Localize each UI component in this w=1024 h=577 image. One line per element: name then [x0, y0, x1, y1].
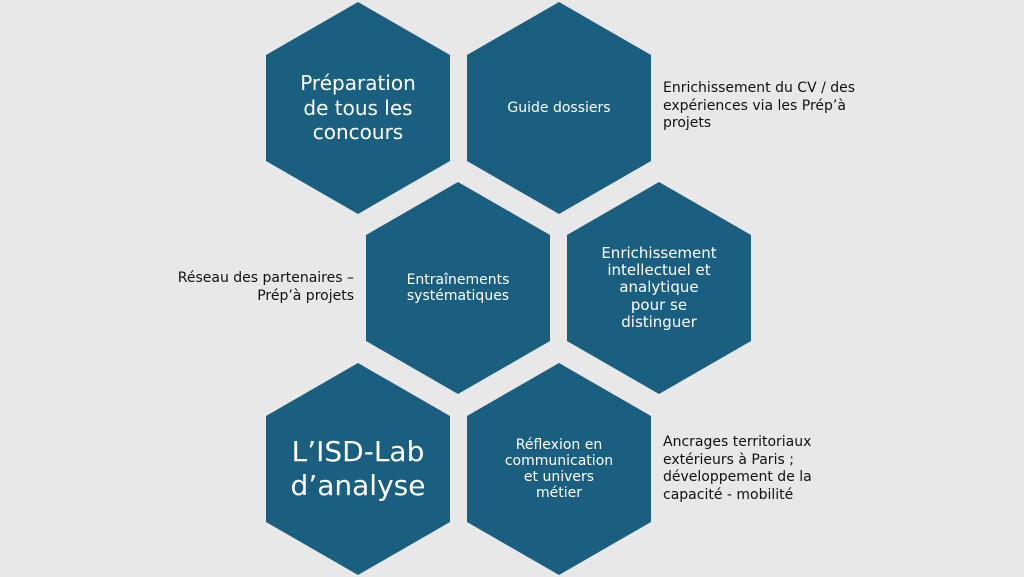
- hexagon-guide-dossiers-label: Guide dossiers: [507, 99, 611, 116]
- hexagon-entrainements: Entraînements systématiques: [366, 182, 550, 394]
- hexagon-enrichissement-intellectuel-label: Enrichissement intellectuel et analytiqu…: [601, 243, 717, 331]
- hexagon-guide-dossiers: Guide dossiers: [467, 2, 651, 214]
- hexagon-isd-lab-label: L’ISD-Lab d’analyse: [290, 434, 426, 502]
- note-middle-left: Réseau des partenaires – Prép’à projets: [177, 270, 354, 304]
- note-top-right: Enrichissement du CV / des expériences v…: [663, 80, 856, 131]
- hexagon-reflexion-communication-label: Réflexion en communication et univers mé…: [504, 436, 614, 502]
- hexagon-isd-lab: L’ISD-Lab d’analyse: [266, 363, 450, 575]
- hexagon-entrainements-label: Entraînements systématiques: [406, 271, 510, 304]
- hexagon-preparation-concours: Préparation de tous les concours: [266, 2, 450, 214]
- hexagon-reflexion-communication: Réflexion en communication et univers mé…: [467, 363, 651, 575]
- note-bottom-right: Ancrages territoriaux extérieurs à Paris…: [663, 434, 812, 503]
- hexagon-preparation-concours-label: Préparation de tous les concours: [300, 71, 416, 145]
- hexagon-enrichissement-intellectuel: Enrichissement intellectuel et analytiqu…: [567, 182, 751, 394]
